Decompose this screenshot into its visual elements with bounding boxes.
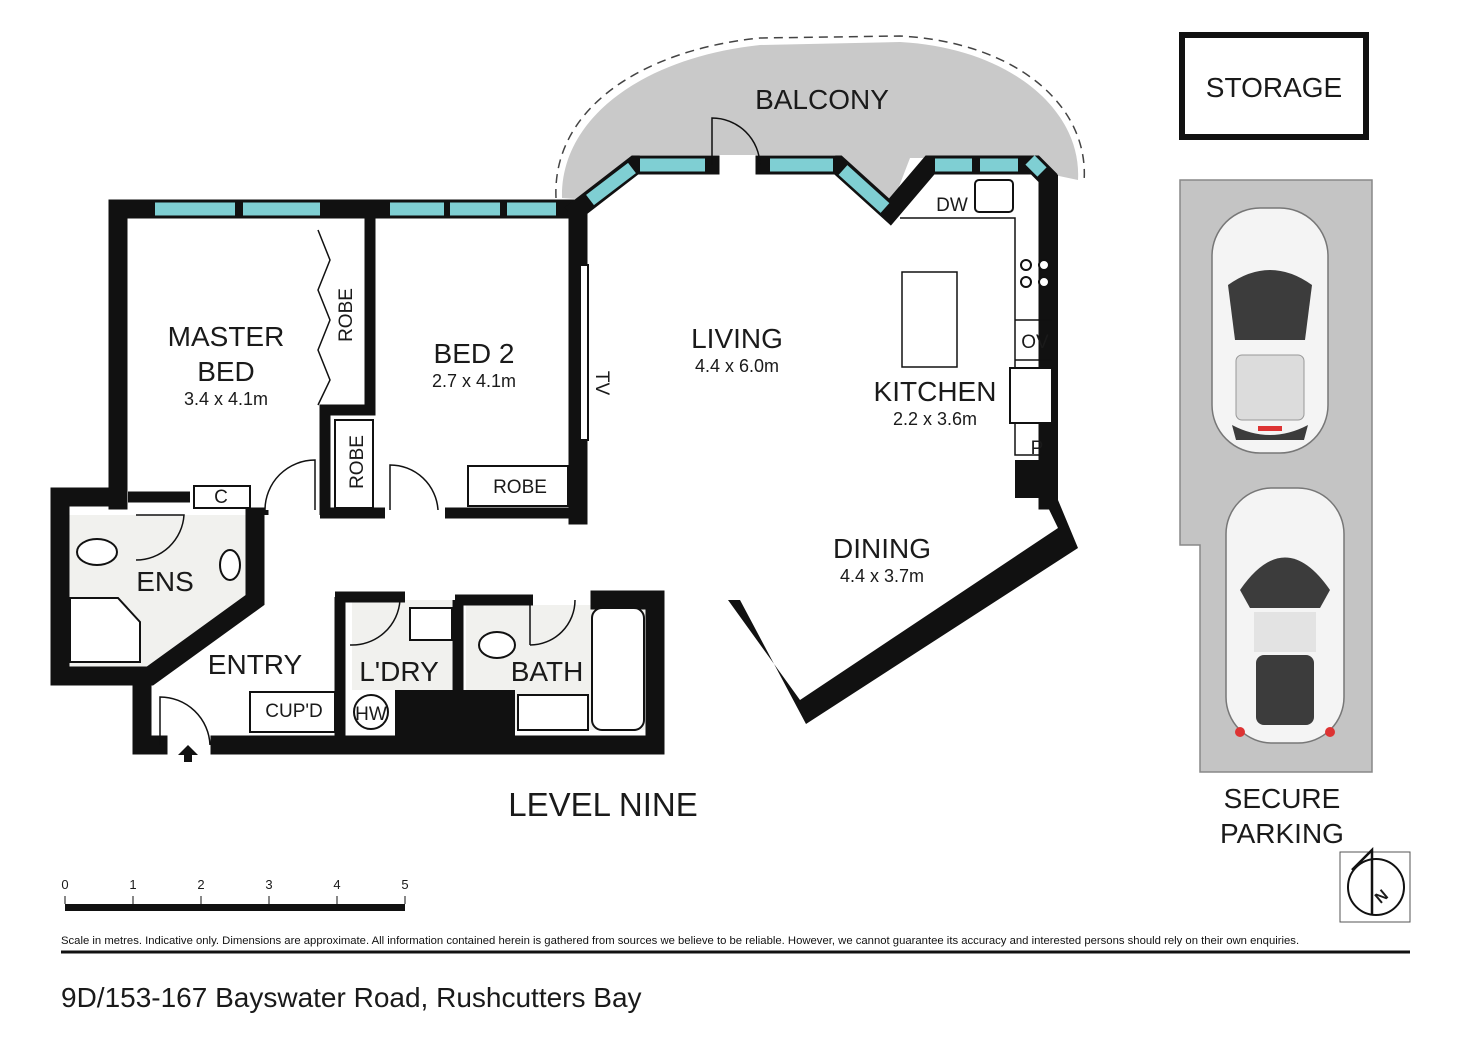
dining-dimensions: 4.4 x 3.7m — [840, 566, 924, 586]
master-bed-label-line1: MASTER — [168, 321, 285, 352]
hot-water-label: HW — [355, 704, 387, 725]
level-label: LEVEL NINE — [508, 786, 698, 823]
robe-master-label: ROBE — [336, 288, 357, 342]
parking-area — [1179, 179, 1373, 773]
cooktop-icon — [1020, 259, 1050, 288]
scale-tick-label: 1 — [129, 877, 136, 892]
laundry-tub-icon — [409, 607, 453, 641]
robe-bed2-side — [334, 419, 374, 509]
scale-tick-label: 3 — [265, 877, 272, 892]
cupboard-c — [193, 485, 251, 509]
dishwasher-label: DW — [936, 195, 968, 216]
kitchen-dimensions: 2.2 x 3.6m — [893, 409, 977, 429]
balcony — [555, 35, 1086, 210]
storage-label: STORAGE — [1206, 72, 1342, 103]
scale-tick-label: 2 — [197, 877, 204, 892]
kitchen-island — [901, 271, 958, 368]
robe-bed2-side-label: ROBE — [347, 435, 368, 489]
doors — [135, 117, 761, 746]
bed2-dimensions: 2.7 x 4.1m — [432, 371, 516, 391]
kitchen-fittings — [900, 179, 1053, 456]
living-label: LIVING — [691, 323, 783, 354]
ensuite-label: ENS — [136, 566, 194, 597]
entry-arrow-icon — [178, 745, 198, 762]
cupboard — [249, 691, 336, 733]
parking-label-line1: SECURE — [1224, 783, 1341, 814]
bathroom-fixtures — [69, 419, 645, 733]
kitchen-label: KITCHEN — [874, 376, 997, 407]
storage-box — [1179, 32, 1369, 140]
north-arrow-icon: N — [1339, 846, 1411, 923]
master-bed-label-line2: BED — [197, 356, 255, 387]
tv-unit — [579, 264, 589, 441]
cupboard-label: CUP'D — [265, 701, 322, 722]
sink-icon — [974, 179, 1014, 213]
scale-tick-label: 0 — [61, 877, 68, 892]
robe-bed2 — [467, 465, 569, 507]
car-icon — [1211, 207, 1329, 454]
master-bed-dimensions: 3.4 x 4.1m — [184, 389, 268, 409]
tv-label: TV — [591, 371, 612, 396]
scale-tick-label: 4 — [333, 877, 340, 892]
parking-label-line2: PARKING — [1220, 818, 1344, 849]
hot-water-icon — [353, 694, 389, 730]
exterior-wall-dining — [728, 175, 1078, 724]
windows — [155, 155, 1047, 216]
balcony-label: BALCONY — [755, 84, 889, 115]
toilet-icon — [478, 631, 516, 659]
bed2-label: BED 2 — [434, 338, 515, 369]
scale-tick-label: 5 — [401, 877, 408, 892]
living-dimensions: 4.4 x 6.0m — [695, 356, 779, 376]
scale-bar: 0 1 2 3 4 5 — [61, 877, 409, 911]
basin-icon — [219, 549, 241, 581]
toilet-icon — [76, 538, 118, 566]
laundry-label: L'DRY — [359, 656, 439, 687]
disclaimer: Scale in metres. Indicative only. Dimens… — [61, 935, 1300, 947]
bathtub-icon — [591, 607, 645, 731]
pantry-label: P — [1031, 438, 1044, 459]
dining-label: DINING — [833, 533, 931, 564]
bath-label: BATH — [511, 656, 584, 687]
entry-label: ENTRY — [208, 649, 303, 680]
vanity-icon — [517, 694, 589, 731]
cupboard-c-label: C — [214, 487, 228, 508]
oven-label: OV — [1021, 332, 1049, 353]
shower-icon — [69, 597, 141, 663]
property-address: 9D/153-167 Bayswater Road, Rushcutters B… — [61, 982, 642, 1013]
car-icon — [1225, 487, 1345, 744]
robe-bed2-label: ROBE — [493, 477, 547, 498]
